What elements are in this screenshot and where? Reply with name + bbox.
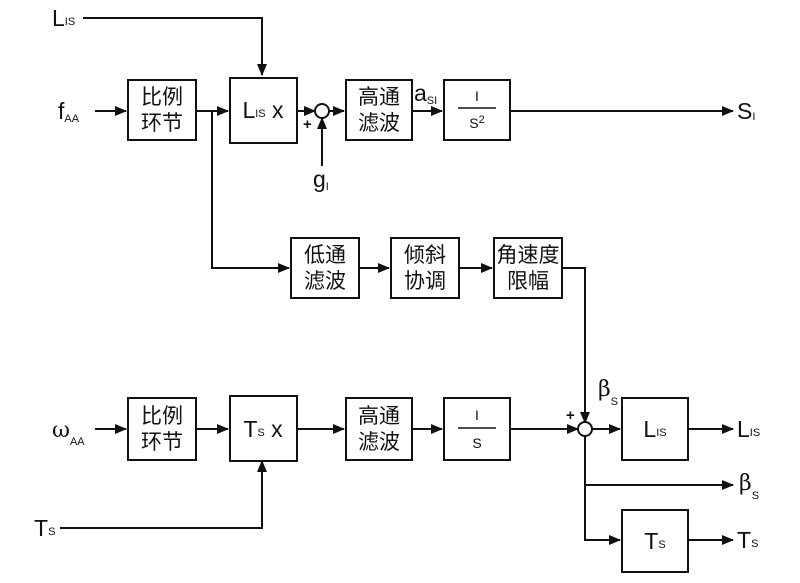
- block-integrator: I S: [443, 397, 511, 461]
- plus-sign-bottom: +: [566, 407, 575, 424]
- block-label-line1: 角速度: [497, 243, 560, 267]
- block-ts-multiplier: TS x: [229, 395, 298, 462]
- signal-label-beta-sum: βS: [598, 377, 618, 408]
- signal-label-beta-output: βS: [739, 471, 759, 502]
- fraction-numerator: I: [475, 88, 479, 104]
- block-label-line2: 环节: [141, 430, 183, 454]
- block-label: LIS x: [242, 97, 284, 123]
- block-lowpass: 低通 滤波: [290, 237, 360, 299]
- block-label-line2: 滤波: [358, 430, 400, 454]
- connection-wires: [60, 17, 734, 545]
- block-label-line1: 比例: [141, 404, 183, 428]
- block-label-line1: 高通: [358, 404, 400, 428]
- block-rate-limiter: 角速度 限幅: [493, 237, 563, 299]
- block-ts-gain: TS: [621, 509, 689, 573]
- block-label: TS: [644, 528, 665, 554]
- fraction-numerator: I: [475, 407, 479, 423]
- block-label-line1: 倾斜: [404, 243, 446, 267]
- block-label: LIS: [643, 416, 666, 442]
- signal-label-ts-input: TS: [34, 515, 55, 541]
- block-tilt-coordination: 倾斜 协调: [390, 237, 460, 299]
- block-label-line2: 协调: [404, 269, 446, 293]
- block-label-line2: 滤波: [358, 111, 400, 135]
- wire-branch-to-lowpass: [211, 111, 290, 273]
- block-proportional-bottom: 比例 环节: [127, 397, 197, 461]
- plus-sign-top: +: [303, 116, 312, 133]
- summing-junction-bottom: [577, 421, 593, 437]
- fraction-denominator: S: [472, 435, 481, 451]
- wire-sum-to-ts-block: [584, 436, 621, 545]
- block-lis-multiplier: LIS x: [229, 77, 298, 144]
- summing-junction-top: [314, 103, 330, 119]
- wire-lis-to-multiplier: [83, 17, 267, 76]
- fraction-denominator: S2: [469, 114, 484, 131]
- wire-ts-to-multiplier: [60, 460, 267, 529]
- signal-label-ts-output: TS: [737, 527, 758, 553]
- signal-label-lis-output: LIS: [737, 416, 760, 442]
- block-proportional-top: 比例 环节: [127, 79, 197, 141]
- block-label-line2: 限幅: [507, 269, 549, 293]
- block-label-line1: 高通: [358, 85, 400, 109]
- block-label: TS x: [243, 416, 283, 442]
- block-label-line1: 低通: [304, 243, 346, 267]
- block-label-line2: 环节: [141, 111, 183, 135]
- signal-label-omega-aa: ωAA: [52, 418, 85, 448]
- signal-label-gi: gI: [313, 166, 329, 193]
- block-label-line2: 滤波: [304, 269, 346, 293]
- wire-ratelimit-to-sum: [562, 267, 590, 424]
- block-lis-gain: LIS: [621, 397, 689, 461]
- signal-label-si-output: SI: [737, 98, 755, 124]
- block-label-line1: 比例: [141, 85, 183, 109]
- signal-label-faa: fAA: [58, 98, 80, 125]
- block-highpass-bottom: 高通 滤波: [345, 397, 413, 461]
- block-double-integrator: I S2: [443, 79, 511, 141]
- signal-label-asi: aSI: [414, 80, 437, 107]
- signal-label-lis-input: LIS: [52, 5, 75, 31]
- block-highpass-top: 高通 滤波: [345, 79, 413, 141]
